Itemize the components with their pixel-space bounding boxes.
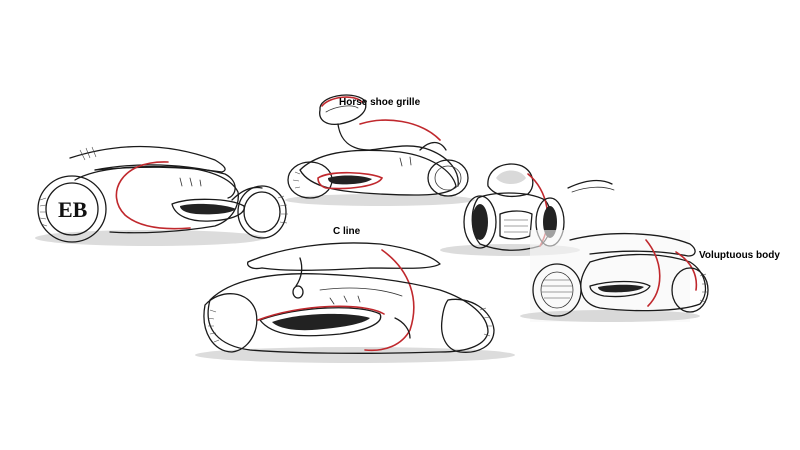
c-line-main bbox=[364, 249, 415, 352]
annotation-c-line: C line bbox=[333, 226, 361, 237]
svg-text:EB: EB bbox=[58, 197, 88, 222]
eb-rear-wheel: EB bbox=[37, 175, 107, 243]
eb-logo: EB bbox=[58, 197, 88, 222]
sketch-large-side-view bbox=[195, 242, 515, 363]
horse-shoe-grille bbox=[319, 94, 367, 126]
sketch-three-quarter-top bbox=[285, 94, 475, 206]
sketch-rear-three-quarter bbox=[520, 230, 709, 322]
annotation-voluptuous-body: Voluptuous body bbox=[699, 250, 780, 261]
annotation-horse-shoe-grille: Horse shoe grille bbox=[339, 97, 421, 108]
c-line-stroke bbox=[115, 161, 191, 230]
sketch-side-view-left: EB bbox=[35, 145, 288, 246]
